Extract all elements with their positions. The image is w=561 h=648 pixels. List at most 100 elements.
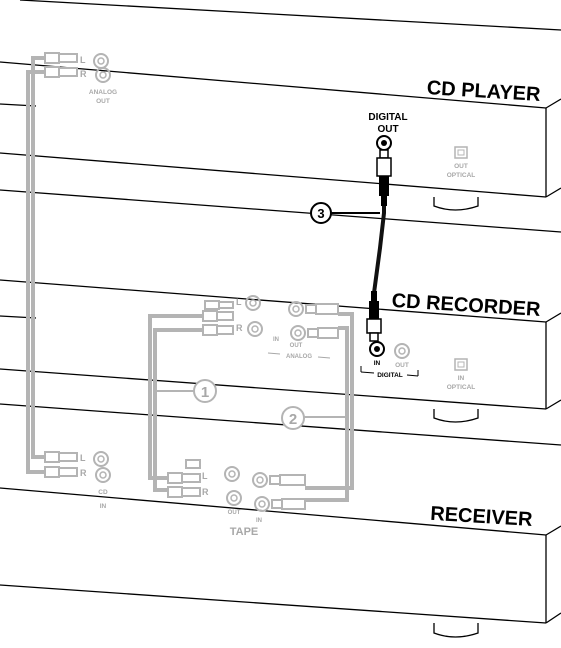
channel-r-label: R bbox=[236, 323, 243, 333]
coax-jack-icon bbox=[381, 140, 387, 146]
channel-r-label: R bbox=[80, 468, 87, 478]
plug-icon bbox=[371, 291, 377, 301]
cd-recorder-unit: CD RECORDER bbox=[0, 189, 561, 423]
receiver-foot bbox=[433, 623, 479, 638]
jack-icon bbox=[292, 305, 300, 313]
receiver-top-edge bbox=[0, 403, 561, 446]
player-front-top bbox=[0, 61, 547, 109]
jack-icon bbox=[95, 67, 111, 83]
plug-icon bbox=[379, 149, 389, 159]
jack-icon bbox=[252, 472, 268, 488]
jack-icon bbox=[258, 500, 266, 508]
tape-label: TAPE bbox=[230, 526, 259, 538]
plug-icon bbox=[269, 475, 281, 485]
digital-label: DIGITAL bbox=[377, 372, 403, 379]
jack-icon bbox=[251, 325, 259, 333]
plug-icon bbox=[58, 53, 78, 63]
receiver-front-top bbox=[0, 487, 547, 536]
optical-label: OPTICAL bbox=[447, 384, 476, 391]
jack-icon bbox=[398, 347, 406, 355]
plug-icon bbox=[218, 301, 234, 309]
plug-icon bbox=[369, 332, 379, 342]
optical-port-icon bbox=[457, 149, 465, 156]
jack-icon bbox=[249, 299, 257, 307]
plug-icon bbox=[317, 327, 339, 339]
player-side-bottom bbox=[545, 187, 561, 198]
recorder-side-top bbox=[545, 312, 561, 323]
cable-1-left bbox=[148, 314, 203, 480]
channel-l-label: L bbox=[202, 471, 208, 481]
callout-1-number: 1 bbox=[201, 384, 209, 401]
plug-icon bbox=[58, 452, 78, 462]
cable-2-right bbox=[305, 326, 349, 502]
plug-icon bbox=[204, 300, 220, 310]
recorder-foot bbox=[433, 409, 479, 423]
channel-r-label: R bbox=[202, 487, 209, 497]
jack-icon bbox=[97, 455, 105, 463]
cd-player-digital-out: DIGITAL OUT bbox=[368, 112, 408, 151]
cd-player-optical-out: OUT OPTICAL bbox=[447, 146, 476, 179]
plug-icon bbox=[202, 310, 218, 322]
cd-player-analog-out: L R ANALOG OUT bbox=[44, 52, 117, 105]
bracket-line bbox=[406, 374, 419, 377]
recorder-bottom-edge bbox=[0, 368, 547, 410]
jack-icon bbox=[254, 496, 270, 512]
analog-label: ANALOG bbox=[89, 89, 117, 96]
plug-icon bbox=[379, 176, 389, 196]
callout-1-circle bbox=[193, 379, 217, 403]
callout-3: 3 bbox=[310, 202, 380, 224]
plug-icon bbox=[167, 486, 183, 498]
optical-port-icon bbox=[454, 146, 468, 159]
out-label: OUT bbox=[228, 510, 241, 516]
jack-icon bbox=[97, 57, 105, 65]
plug-icon bbox=[181, 473, 201, 483]
jack-icon bbox=[224, 466, 240, 482]
jack-icon bbox=[228, 470, 236, 478]
channel-r-label: R bbox=[80, 69, 87, 79]
receiver-unit: RECEIVER bbox=[0, 403, 561, 638]
plug-icon bbox=[376, 157, 392, 177]
in-label: IN bbox=[374, 360, 381, 367]
plug-icon bbox=[44, 66, 60, 78]
cd-label: CD bbox=[98, 489, 108, 496]
out-label: OUT bbox=[395, 362, 409, 369]
jack-icon bbox=[394, 343, 410, 359]
receiver-tape: L R OUT IN TAPE bbox=[167, 459, 306, 538]
digital-cable-wire bbox=[372, 205, 386, 294]
channel-l-label: L bbox=[80, 55, 86, 65]
receiver-side-bottom bbox=[545, 612, 561, 624]
cd-player-unit: CD PLAYER bbox=[0, 0, 561, 211]
plug-icon bbox=[369, 301, 379, 319]
jack-icon bbox=[245, 295, 261, 311]
jack-icon bbox=[230, 494, 238, 502]
plug-icon bbox=[167, 472, 183, 484]
coax-jack-icon bbox=[374, 346, 380, 352]
plug-icon bbox=[315, 303, 339, 315]
receiver-side-top bbox=[545, 525, 561, 536]
callout-2: 2 bbox=[281, 406, 347, 430]
callout-2-number: 2 bbox=[289, 411, 297, 428]
cable-cd-analog-left bbox=[31, 56, 45, 459]
cd-recorder-optical-in: IN OPTICAL bbox=[447, 358, 476, 391]
bracket-line bbox=[267, 352, 281, 355]
player-bottom-edge bbox=[0, 152, 547, 198]
jack-icon bbox=[247, 321, 263, 337]
out-label: OUT bbox=[377, 124, 398, 135]
jack-icon bbox=[93, 53, 109, 69]
out-label: OUT bbox=[96, 98, 110, 105]
recorder-side-bottom bbox=[545, 399, 561, 410]
recorder-front-top bbox=[0, 279, 547, 323]
optical-label: OPTICAL bbox=[447, 172, 476, 179]
jack-icon bbox=[226, 490, 242, 506]
channel-l-label: L bbox=[236, 297, 242, 307]
jack-icon bbox=[93, 451, 109, 467]
cd-player-title: CD PLAYER bbox=[426, 77, 541, 106]
jack-icon bbox=[256, 476, 264, 484]
out-label: OUT bbox=[290, 343, 303, 349]
digital-label: DIGITAL bbox=[368, 112, 407, 123]
plug-icon bbox=[216, 325, 234, 335]
channel-l-label: L bbox=[80, 453, 86, 463]
jack-icon bbox=[290, 325, 306, 341]
plug-icon bbox=[58, 467, 78, 477]
